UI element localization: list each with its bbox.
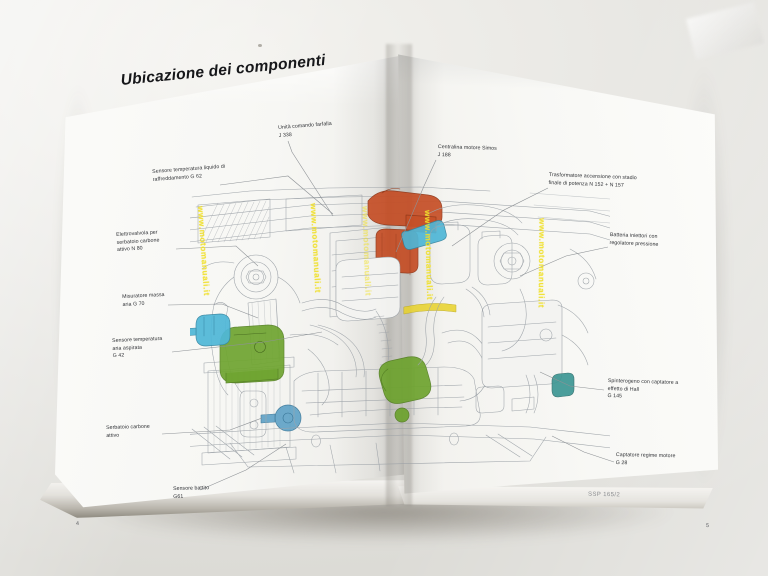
- callout-knock-sensor: Sensore battito G61: [173, 485, 210, 500]
- callout-carbon-canister-solenoid: Elettrovalvola per serbatoio carbone att…: [116, 229, 160, 254]
- callout-injector-rail-pressure-regulator: Batteria iniettori con regolatore pressi…: [609, 232, 659, 248]
- watermark-text-4: www.motomanuali.it: [536, 217, 547, 309]
- callout-engine-speed-sender: Captatore regime motore G 28: [615, 452, 676, 466]
- page-stack-right: [398, 486, 713, 509]
- callout-ignition-transformer: Trasformatore accensione con stadio fina…: [548, 172, 637, 189]
- folio-right: 5: [705, 522, 710, 530]
- engine-bay-illustration: [190, 185, 610, 475]
- callout-distributor-hall-sender: Spinterogeno con captatore a effetto di …: [607, 378, 679, 400]
- callout-intake-air-temp-sensor: Sensore temperatura aria aspirata G 42: [112, 335, 163, 360]
- callout-engine-control-unit-simos: Centralina motore Simos J 188: [437, 144, 497, 158]
- ssp-reference-code: SSP 165/2: [587, 491, 621, 499]
- page-band-shading: [398, 54, 718, 97]
- callout-air-mass-meter: Misuratore massa aria G 70: [122, 291, 165, 308]
- callout-active-carbon-canister: Serbatoio carbone attivo: [106, 423, 150, 439]
- surface-speck: [258, 44, 262, 47]
- folio-left: 4: [75, 520, 80, 528]
